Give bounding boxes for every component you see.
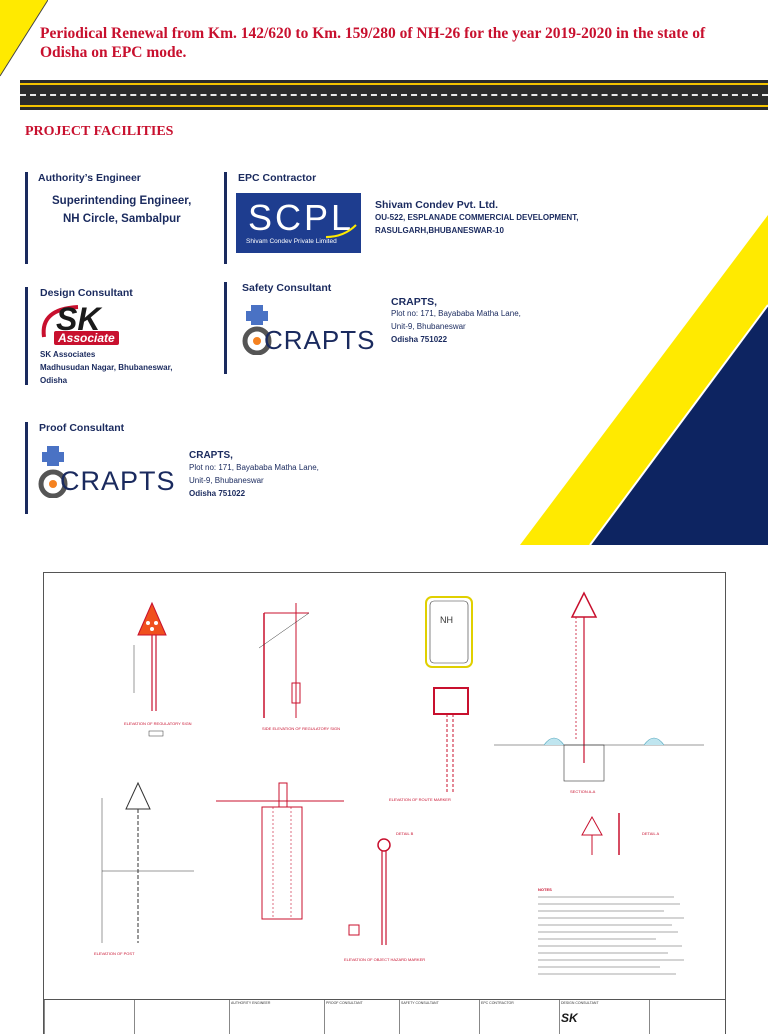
safety-logo-text: CRAPTS <box>264 325 376 355</box>
swoosh-icon <box>41 305 79 338</box>
swoosh-icon <box>326 224 357 238</box>
safety-name: CRAPTS, <box>391 296 438 308</box>
corner-decoration <box>0 0 48 77</box>
design-logo: SK Associate <box>38 301 133 347</box>
title-block-epc: EPC CONTRACTOR <box>479 1000 559 1034</box>
safety-address-line2: Unit-9, Bhubaneswar <box>391 322 466 331</box>
proof-address-line1: Plot no: 171, Bayababa Matha Lane, <box>189 463 319 472</box>
side-decoration <box>520 215 768 545</box>
engineering-drawing: ELEVATION OF REGULATORY SIGN SIDE ELEVAT… <box>43 572 726 1034</box>
drawing-label: SECTION A-A <box>570 789 596 794</box>
proof-address-line2: Unit-9, Bhubaneswar <box>189 476 264 485</box>
title-block-cell <box>44 1000 134 1034</box>
authority-label: Authority’s Engineer <box>38 172 141 184</box>
design-address-line2: Odisha <box>40 376 68 385</box>
proof-name: CRAPTS, <box>189 450 233 461</box>
post-elevation: ELEVATION OF POST <box>94 781 194 956</box>
title-block: AUTHORITY ENGINEER PROOF CONSULTANT SAFE… <box>44 999 725 1034</box>
proof-address-line3: Odisha 751022 <box>189 489 246 498</box>
authority-line2: NH Circle, Sambalpur <box>63 213 181 225</box>
authority-line1: Superintending Engineer, <box>52 195 192 207</box>
accent-bar <box>224 172 227 264</box>
safety-label: Safety Consultant <box>242 282 332 294</box>
drawing-label: DETAIL A <box>642 831 659 836</box>
route-marker-elevation: NH ELEVATION OF ROUTE MARKER <box>389 596 473 802</box>
drawing-label: ELEVATION OF REGULATORY SIGN <box>124 721 192 726</box>
safety-logo: CRAPTS <box>242 303 382 359</box>
notes-heading: NOTES <box>538 887 552 892</box>
epc-name: Shivam Condev Pvt. Ltd. <box>375 199 499 211</box>
epc-logo-text: SCPL <box>248 197 355 238</box>
design-label: Design Consultant <box>40 287 133 299</box>
svg-text:NH: NH <box>440 615 453 625</box>
detail-a: DETAIL A <box>581 813 659 855</box>
safety-address-line3: Odisha 751022 <box>391 335 448 344</box>
hazard-marker-elevation: ELEVATION OF OBJECT HAZARD MARKER DETAIL… <box>344 831 425 962</box>
design-logo-associate: Associate <box>54 331 119 345</box>
title-block-sk-logo: SK <box>561 1011 578 1025</box>
accent-bar <box>25 287 28 385</box>
design-address-line1: Madhusudan Nagar, Bhubaneswar, <box>40 363 173 372</box>
drawing-canvas: ELEVATION OF REGULATORY SIGN SIDE ELEVAT… <box>94 591 704 975</box>
drawing-label: ELEVATION OF POST <box>94 951 135 956</box>
accent-bar <box>25 172 28 264</box>
title-block-safety: SAFETY CONSULTANT <box>399 1000 479 1034</box>
accent-bar <box>25 422 28 514</box>
road-banner <box>20 80 768 110</box>
title-block-cell <box>134 1000 229 1034</box>
notes-block: NOTES <box>538 887 684 975</box>
gear-icon <box>242 305 272 355</box>
drawing-label: ELEVATION OF ROUTE MARKER <box>389 797 451 802</box>
epc-address-line1: OU-522, ESPLANADE COMMERCIAL DEVELOPMENT… <box>375 213 579 222</box>
section-heading: PROJECT FACILITIES <box>25 124 174 139</box>
epc-logo: SCPL Shivam Condev Private Limited <box>236 193 361 253</box>
design-name: SK Associates <box>40 350 96 359</box>
drawing-label: SIDE ELEVATION OF REGULATORY SIGN <box>262 726 340 731</box>
regulatory-sign-side: SIDE ELEVATION OF REGULATORY SIGN <box>258 603 340 731</box>
title-block-design: DESIGN CONSULTANT SK <box>559 1000 649 1034</box>
title-block-cell <box>649 1000 725 1034</box>
regulatory-sign-elevation: ELEVATION OF REGULATORY SIGN <box>124 601 192 737</box>
gear-icon <box>38 446 68 498</box>
title-block-proof: PROOF CONSULTANT <box>324 1000 399 1034</box>
proof-logo: CRAPTS <box>38 444 183 502</box>
title-block-authority: AUTHORITY ENGINEER <box>229 1000 324 1034</box>
epc-logo-subtext: Shivam Condev Private Limited <box>246 238 337 245</box>
proof-label: Proof Consultant <box>39 422 125 434</box>
proof-logo-text: CRAPTS <box>60 466 176 496</box>
page-title: Periodical Renewal from Km. 142/620 to K… <box>40 25 706 61</box>
drawing-label: DETAIL B <box>396 831 414 836</box>
column-detail <box>216 782 344 920</box>
epc-address-line2: RASULGARH,BHUBANESWAR-10 <box>375 226 504 235</box>
sign-section: SECTION A-A <box>494 591 704 794</box>
drawing-label: ELEVATION OF OBJECT HAZARD MARKER <box>344 957 425 962</box>
epc-label: EPC Contractor <box>238 172 317 184</box>
safety-address-line1: Plot no: 171, Bayababa Matha Lane, <box>391 309 521 318</box>
accent-bar <box>224 282 227 374</box>
